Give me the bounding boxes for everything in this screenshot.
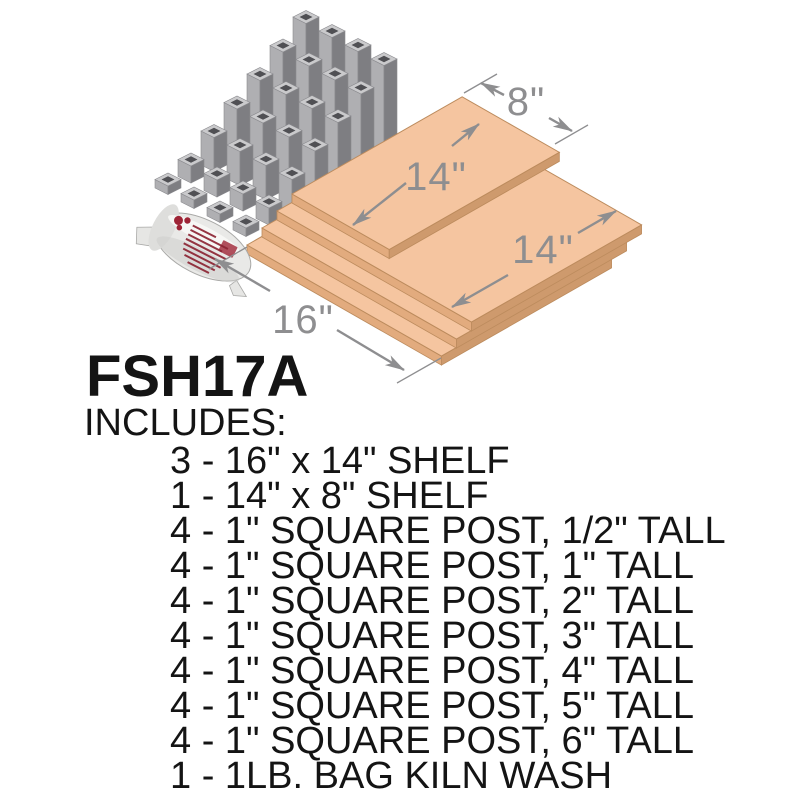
includes-item: 4 - 1" SQUARE POST, 5" TALL [170,685,694,727]
kiln-post [200,124,228,172]
kiln-post [229,180,257,212]
bag-label-blob [176,224,183,231]
kiln-post [203,166,231,198]
shelves-group [245,96,643,366]
dim-arrow [480,81,505,97]
includes-list: 3 - 16" x 14" SHELF 1 - 14" x 8" SHELF 4… [170,440,726,797]
dim-label-8in: 8" [507,80,545,124]
kiln-post [154,172,182,195]
includes-item: 4 - 1" SQUARE POST, 3" TALL [170,615,694,657]
bag-label-blob [173,215,183,225]
dim-label-14in-large: 14" [512,228,574,272]
kiln-posts-group [154,10,398,237]
includes-item: 3 - 16" x 14" SHELF [170,440,510,482]
includes-label: INCLUDES: [84,402,287,444]
includes-item: 4 - 1" SQUARE POST, 1" TALL [170,545,694,587]
includes-item: 4 - 1" SQUARE POST, 1/2" TALL [170,510,726,552]
dim-arrow [577,209,617,235]
includes-item: 1 - 14" x 8" SHELF [170,475,489,517]
extension-line [554,124,589,145]
product-code: FSH17A [86,344,309,409]
kiln-post [177,152,205,184]
dim-arrow [451,123,480,147]
includes-item: 4 - 1" SQUARE POST, 6" TALL [170,720,694,762]
kiln-post [206,200,234,223]
kiln-post [252,152,280,200]
dim-label-14in-small: 14" [405,155,467,199]
includes-item: 1 - 1LB. BAG KILN WASH [170,755,613,797]
kiln-post [232,214,260,237]
dimension-annotations [208,73,617,384]
dim-arrow [214,257,271,293]
kiln-post [180,186,208,209]
dim-arrow [336,328,405,372]
bag-label-text-lines [182,224,229,274]
dim-arrow [352,182,407,226]
includes-item: 4 - 1" SQUARE POST, 2" TALL [170,580,694,622]
kiln-post [226,138,254,186]
includes-item: 4 - 1" SQUARE POST, 4" TALL [170,650,694,692]
bag-tail-right [228,279,248,297]
bag-label-blob [184,217,191,224]
extension-line [463,73,498,94]
dim-label-16in: 16" [272,298,334,342]
dim-arrow [451,273,509,309]
extension-line [396,357,442,384]
dim-arrow [548,116,573,133]
